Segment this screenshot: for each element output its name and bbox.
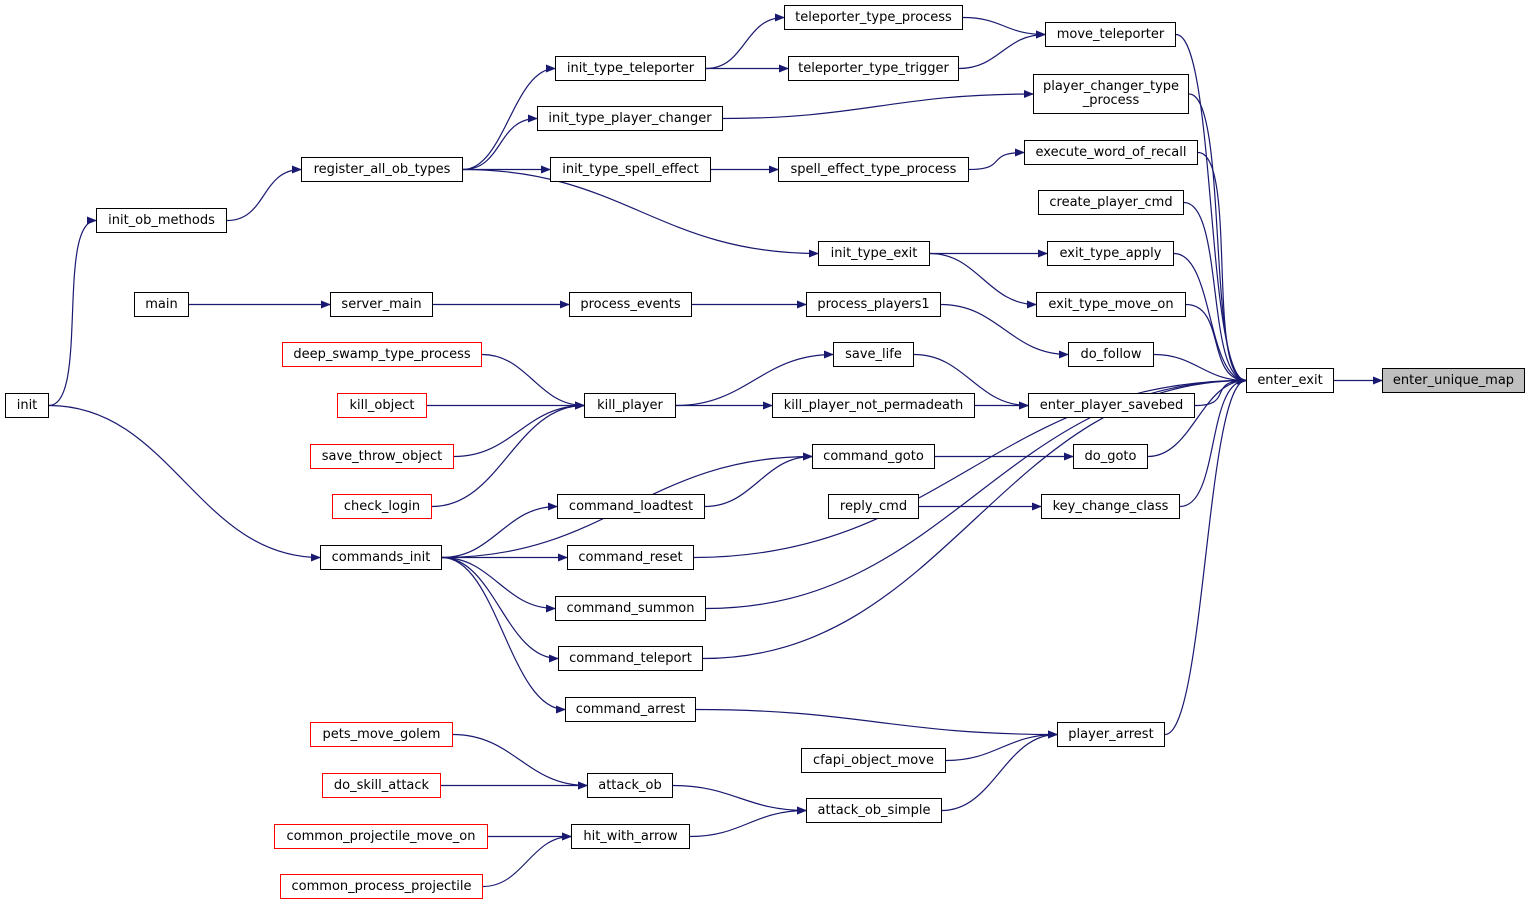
node-spell-effect-type-process[interactable]: spell_effect_type_process xyxy=(778,157,969,182)
edge-commands_init-to-command_summon xyxy=(441,556,556,613)
node-enter-player-savebed[interactable]: enter_player_savebed xyxy=(1028,393,1195,418)
node-init-type-player-changer[interactable]: init_type_player_changer xyxy=(537,106,723,131)
edge-execute_word_of_recall-to-enter_exit xyxy=(1197,151,1247,385)
edge-cfapi_object_move-to-player_arrest xyxy=(945,730,1058,762)
node-command-reset[interactable]: command_reset xyxy=(567,545,694,570)
edge-attack_ob_simple-to-player_arrest xyxy=(941,730,1058,812)
node-kill-player[interactable]: kill_player xyxy=(584,393,676,418)
edge-key_change_class-to-enter_exit xyxy=(1179,376,1247,508)
node-reply-cmd[interactable]: reply_cmd xyxy=(828,494,919,519)
node-process-events[interactable]: process_events xyxy=(569,292,692,317)
node-main[interactable]: main xyxy=(134,292,189,317)
edge-commands_init-to-command_teleport xyxy=(441,556,559,663)
edge-register_all_ob_types-to-init_type_player_changer xyxy=(462,114,538,171)
edge-command_reset-to-enter_exit xyxy=(693,376,1247,559)
node-init-type-teleporter[interactable]: init_type_teleporter xyxy=(555,56,706,81)
edge-do_follow-to-enter_exit xyxy=(1153,353,1247,385)
edge-deep_swamp_type_process-to-kill_player xyxy=(481,353,585,410)
edge-teleporter_type_trigger-to-move_teleporter xyxy=(958,30,1046,70)
edge-init_type_teleporter-to-teleporter_type_process xyxy=(705,13,785,70)
edge-create_player_cmd-to-enter_exit xyxy=(1183,201,1247,385)
node-exit-type-apply[interactable]: exit_type_apply xyxy=(1047,241,1174,266)
edge-init-to-init_ob_methods xyxy=(48,216,97,407)
node-kill-object[interactable]: kill_object xyxy=(337,393,427,418)
node-enter-exit[interactable]: enter_exit xyxy=(1246,368,1334,393)
node-attack-ob-simple[interactable]: attack_ob_simple xyxy=(806,798,942,823)
node-exit-type-move-on[interactable]: exit_type_move_on xyxy=(1036,292,1186,317)
edge-exit_type_apply-to-enter_exit xyxy=(1173,252,1247,385)
node-command-summon[interactable]: command_summon xyxy=(555,596,706,621)
edge-pets_move_golem-to-attack_ob xyxy=(452,733,588,790)
edge-teleporter_type_process-to-move_teleporter xyxy=(962,16,1046,39)
node-command-loadtest[interactable]: command_loadtest xyxy=(557,494,705,519)
edge-command_teleport-to-enter_exit xyxy=(702,376,1247,660)
node-teleporter-type-process[interactable]: teleporter_type_process xyxy=(784,5,963,30)
node-enter-unique-map: enter_unique_map xyxy=(1382,368,1525,393)
node-execute-word-of-recall[interactable]: execute_word_of_recall xyxy=(1024,140,1198,165)
edge-init_type_exit-to-exit_type_move_on xyxy=(929,252,1037,309)
edge-init_type_player_changer-to-player_changer_type_process xyxy=(722,90,1034,120)
node-save-life[interactable]: save_life xyxy=(833,342,914,367)
node-do-goto[interactable]: do_goto xyxy=(1073,444,1148,469)
node-do-skill-attack[interactable]: do_skill_attack xyxy=(322,773,441,798)
edge-common_process_projectile-to-hit_with_arrow xyxy=(482,832,572,888)
node-init[interactable]: init xyxy=(5,393,49,418)
edge-commands_init-to-command_loadtest xyxy=(441,502,558,559)
node-kill-player-not-permadeath[interactable]: kill_player_not_permadeath xyxy=(772,393,975,418)
edge-register_all_ob_types-to-init_type_teleporter xyxy=(462,64,556,171)
edge-hit_with_arrow-to-attack_ob_simple xyxy=(689,806,807,838)
edge-enter_player_savebed-to-enter_exit xyxy=(1194,376,1247,407)
edge-save_throw_object-to-kill_player xyxy=(453,401,585,458)
node-player-changer-type-process[interactable]: player_changer_type _process xyxy=(1033,74,1189,114)
edge-command_loadtest-to-command_goto xyxy=(704,452,813,508)
edge-spell_effect_type_process-to-execute_word_of_recall xyxy=(968,148,1025,171)
edge-commands_init-to-command_arrest xyxy=(441,556,566,714)
node-common-process-projectile[interactable]: common_process_projectile xyxy=(280,874,483,899)
node-check-login[interactable]: check_login xyxy=(332,494,432,519)
node-cfapi-object-move[interactable]: cfapi_object_move xyxy=(801,748,946,773)
node-process-players1[interactable]: process_players1 xyxy=(806,292,941,317)
node-move-teleporter[interactable]: move_teleporter xyxy=(1045,22,1176,47)
edge-exit_type_move_on-to-enter_exit xyxy=(1185,303,1247,385)
edge-register_all_ob_types-to-init_type_exit xyxy=(462,168,819,258)
edge-do_goto-to-enter_exit xyxy=(1147,376,1247,458)
node-init-type-spell-effect[interactable]: init_type_spell_effect xyxy=(550,157,711,182)
node-player-arrest[interactable]: player_arrest xyxy=(1057,722,1165,747)
node-command-arrest[interactable]: command_arrest xyxy=(565,697,696,722)
edge-save_life-to-enter_player_savebed xyxy=(913,353,1029,410)
edge-kill_player-to-save_life xyxy=(675,350,834,407)
node-teleporter-type-trigger[interactable]: teleporter_type_trigger xyxy=(788,56,959,81)
node-server-main[interactable]: server_main xyxy=(330,292,433,317)
edge-player_changer_type_process-to-enter_exit xyxy=(1188,93,1247,385)
edge-init_ob_methods-to-register_all_ob_types xyxy=(226,165,302,222)
node-commands-init[interactable]: commands_init xyxy=(320,545,442,570)
edge-attack_ob-to-attack_ob_simple xyxy=(672,784,807,815)
node-register-all-ob-types[interactable]: register_all_ob_types xyxy=(301,157,463,182)
node-attack-ob[interactable]: attack_ob xyxy=(587,773,673,798)
edge-init-to-commands_init xyxy=(48,404,321,562)
node-deep-swamp-type-process[interactable]: deep_swamp_type_process xyxy=(282,342,482,367)
node-init-type-exit[interactable]: init_type_exit xyxy=(818,241,930,266)
edge-command_arrest-to-player_arrest xyxy=(695,708,1058,739)
edge-check_login-to-kill_player xyxy=(431,401,585,508)
node-key-change-class[interactable]: key_change_class xyxy=(1041,494,1180,519)
edge-process_players1-to-do_follow xyxy=(940,303,1069,359)
node-pets-move-golem[interactable]: pets_move_golem xyxy=(310,722,453,747)
node-command-teleport[interactable]: command_teleport xyxy=(558,646,703,671)
node-init-ob-methods[interactable]: init_ob_methods xyxy=(96,208,227,233)
node-do-follow[interactable]: do_follow xyxy=(1068,342,1154,367)
node-hit-with-arrow[interactable]: hit_with_arrow xyxy=(571,824,690,849)
node-save-throw-object[interactable]: save_throw_object xyxy=(310,444,454,469)
node-common-projectile-move-on[interactable]: common_projectile_move_on xyxy=(274,824,488,849)
node-command-goto[interactable]: command_goto xyxy=(812,444,935,469)
node-create-player-cmd[interactable]: create_player_cmd xyxy=(1038,190,1184,215)
edge-player_arrest-to-enter_exit xyxy=(1164,376,1247,736)
